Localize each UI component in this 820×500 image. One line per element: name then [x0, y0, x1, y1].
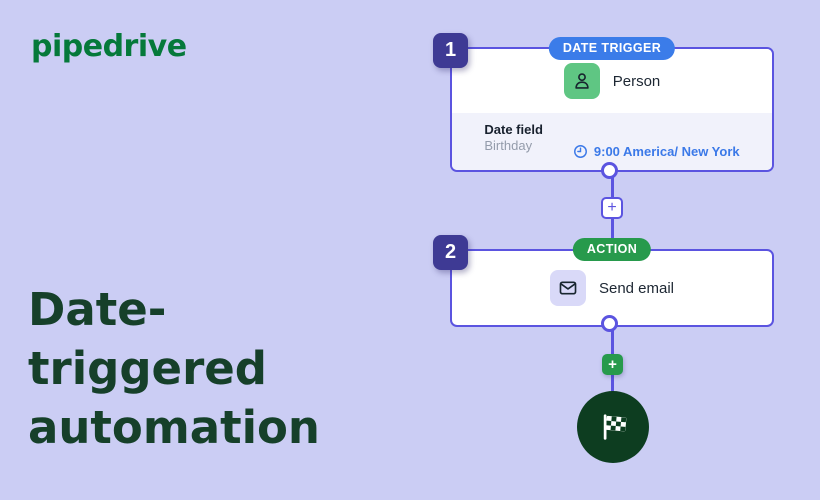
date-trigger-badge: DATE TRIGGER — [548, 37, 676, 60]
connector-node-1 — [601, 162, 618, 179]
trigger-detail-row: Date field Birthday 9:00 America/ New Yo… — [452, 113, 772, 170]
pipedrive-logo: pipedrive — [31, 29, 187, 64]
person-icon — [563, 63, 600, 99]
checkered-flag-icon — [595, 409, 631, 445]
date-field-label: Date field — [484, 122, 543, 137]
headline-line-1: Date- — [28, 283, 167, 336]
add-action-button[interactable]: + — [602, 354, 623, 375]
date-field-value: Birthday — [484, 138, 533, 153]
finish-node — [577, 391, 649, 463]
date-field-block: Date field Birthday — [484, 122, 543, 170]
connector-node-2 — [601, 315, 618, 332]
headline-line-2: triggered — [28, 342, 267, 395]
trigger-time: 9:00 America/ New York — [573, 133, 740, 170]
trigger-item-label: Person — [612, 72, 661, 90]
clock-icon — [573, 144, 588, 159]
headline-line-3: automation — [28, 401, 320, 454]
step-1-number-badge: 1 — [433, 33, 468, 68]
envelope-icon — [549, 270, 586, 306]
headline: Date- triggered automation — [28, 280, 320, 457]
step-2-number-badge: 2 — [433, 235, 468, 270]
trigger-time-label: 9:00 America/ New York — [593, 144, 740, 159]
action-item-label: Send email — [598, 279, 675, 297]
add-step-button[interactable]: + — [601, 197, 623, 219]
trigger-step-card[interactable]: Person Date field Birthday 9:00 America/… — [450, 47, 774, 172]
action-badge: ACTION — [572, 238, 652, 261]
trigger-item-row: Person — [452, 49, 772, 113]
